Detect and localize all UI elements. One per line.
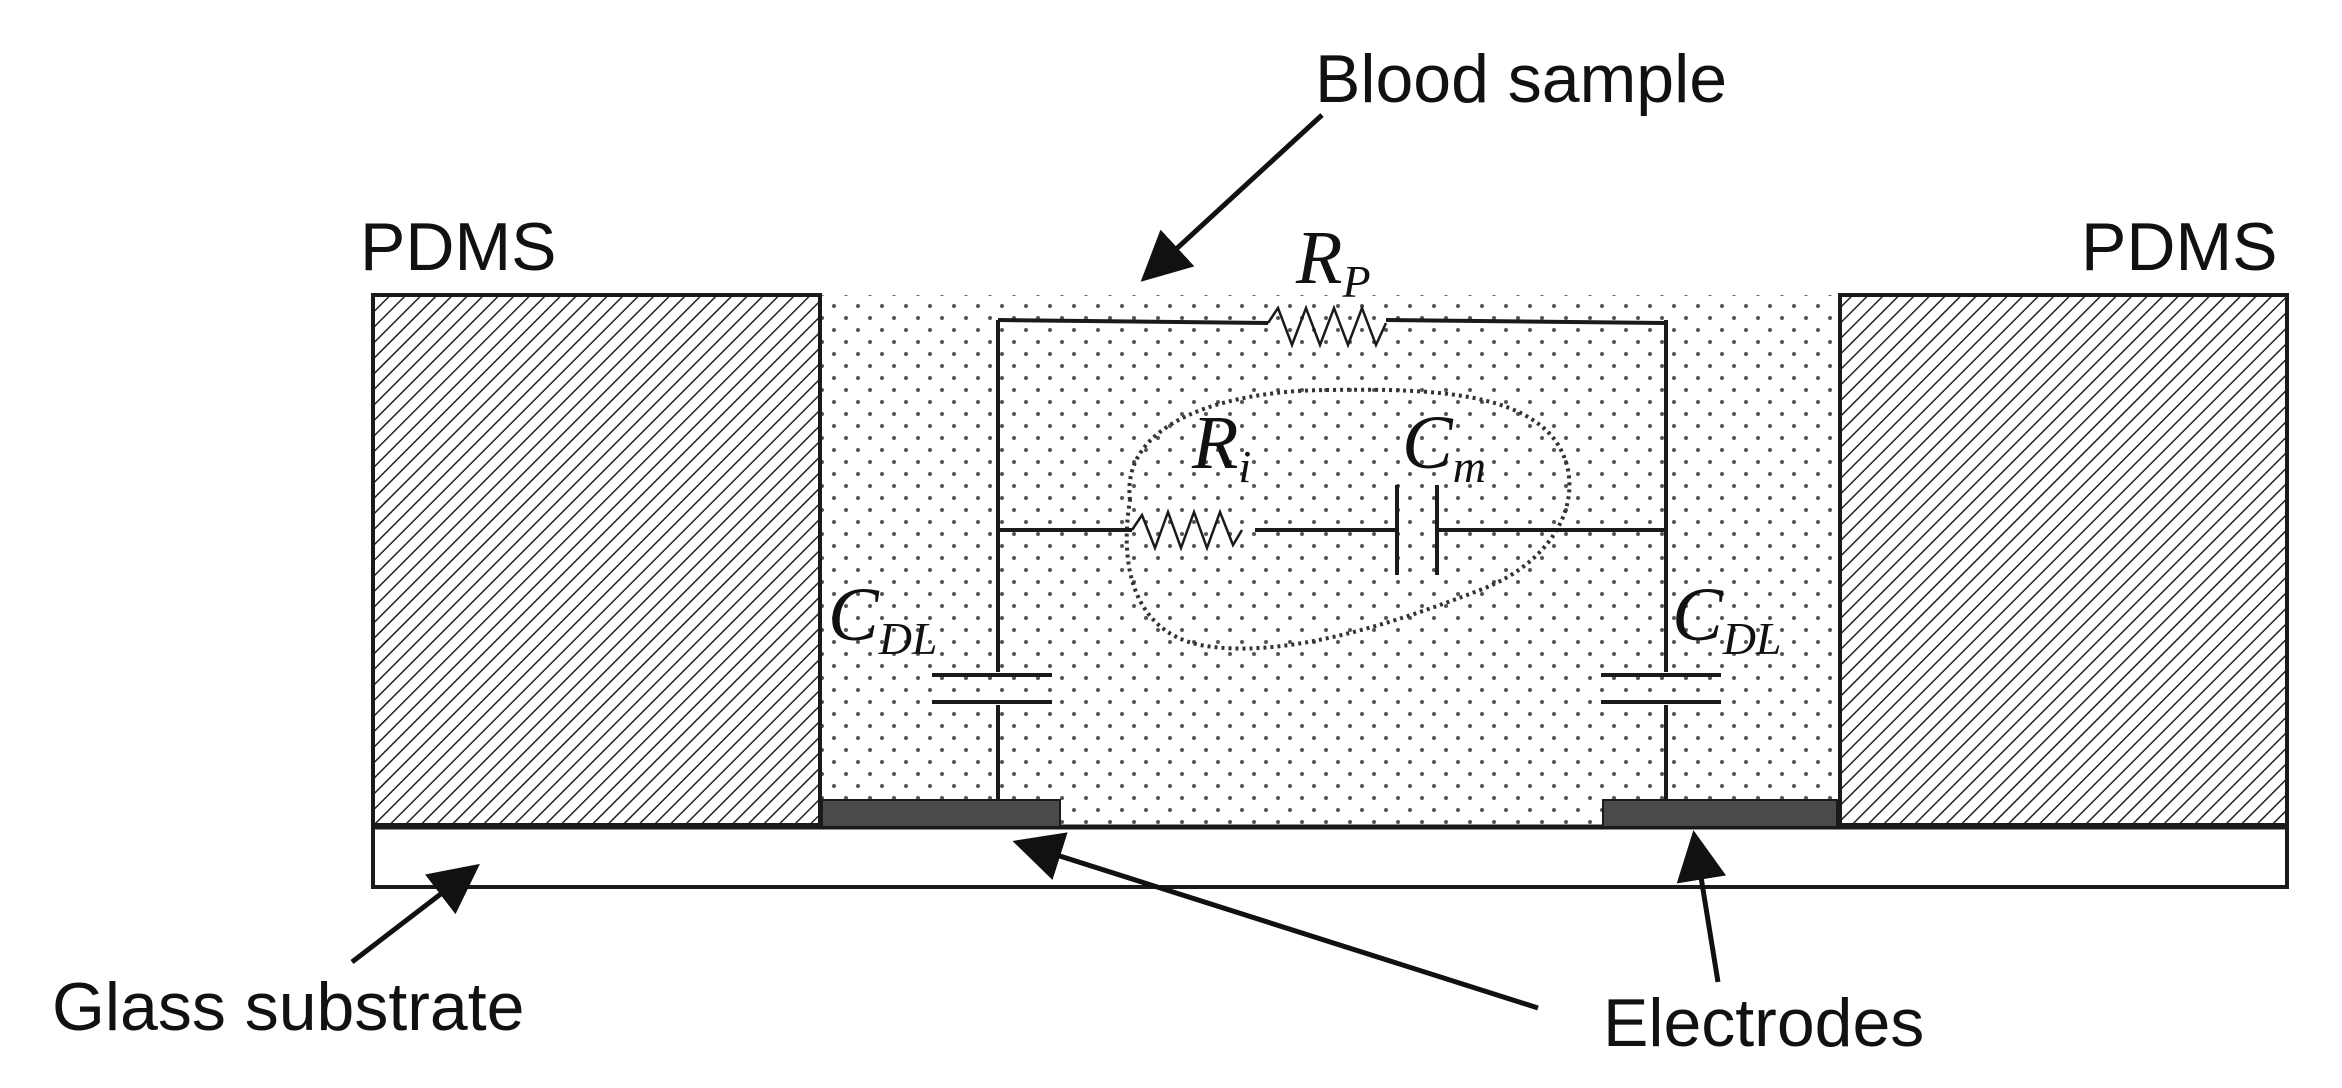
label-ri: Ri — [1191, 401, 1251, 492]
label-pdms-right: PDMS — [2081, 209, 2277, 285]
label-cdl-right: CDL — [1672, 573, 1782, 664]
electrode-left — [821, 799, 1061, 828]
label-blood-sample: Blood sample — [1315, 41, 1727, 117]
resistor-ri — [1130, 508, 1244, 552]
label-rp: RP — [1295, 216, 1371, 307]
arrow-electrode-left — [1012, 832, 1539, 1011]
wire-top-right — [1385, 318, 1667, 325]
label-electrodes: Electrodes — [1603, 985, 1924, 1061]
cell-membrane-outline — [1124, 387, 1572, 651]
resistor-rp — [1266, 304, 1388, 349]
wire-top-left — [997, 318, 1269, 325]
label-cm: Cm — [1402, 401, 1486, 492]
pdms-block-left — [371, 293, 822, 827]
electrode-right — [1602, 799, 1838, 828]
label-cdl-left: CDL — [828, 573, 938, 664]
arrow-glass-substrate — [350, 863, 480, 964]
arrow-electrode-right — [1676, 830, 1727, 983]
arrow-blood-sample — [1140, 113, 1324, 282]
glass-substrate — [371, 825, 2289, 889]
label-pdms-left: PDMS — [360, 209, 556, 285]
equivalent-circuit — [932, 304, 1721, 800]
pdms-block-right — [1838, 293, 2289, 827]
blood-sample-region — [820, 295, 1840, 825]
label-glass-substrate: Glass substrate — [52, 969, 524, 1045]
